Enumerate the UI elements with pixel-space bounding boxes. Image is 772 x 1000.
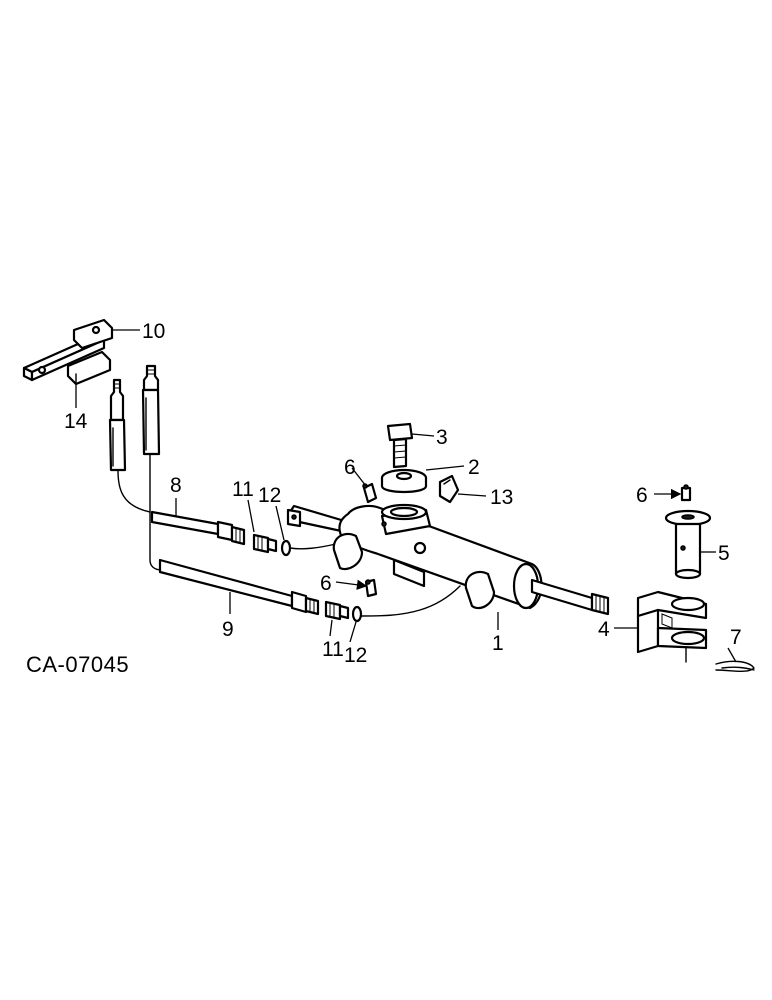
o-ring-12-upper (280, 539, 292, 557)
mounting-bracket (22, 318, 114, 382)
guide-2 (380, 468, 428, 494)
hair-pin-7 (715, 660, 755, 672)
bracket-clamp (66, 350, 112, 386)
callout-13: 13 (490, 486, 513, 509)
grease-fitting-6-c (680, 484, 692, 502)
callout-8: 8 (170, 474, 182, 497)
callout-12-a: 12 (258, 484, 281, 507)
fitting-11-upper (252, 533, 278, 554)
o-ring-12-lower (351, 605, 363, 623)
hose-9 (158, 558, 320, 616)
callout-11-a: 11 (232, 478, 254, 501)
vertical-tube-right (141, 364, 161, 456)
callout-6-c: 6 (636, 484, 648, 507)
callout-11-b: 11 (322, 638, 344, 661)
grease-fitting-6-b (364, 578, 378, 598)
callout-1: 1 (492, 632, 504, 655)
callout-10: 10 (142, 320, 165, 343)
grease-fitting-6-a (362, 482, 378, 504)
callout-9: 9 (222, 618, 234, 641)
callout-2: 2 (468, 456, 480, 479)
callout-3: 3 (436, 426, 448, 449)
callout-4: 4 (598, 618, 610, 641)
fitting-11-lower (324, 600, 350, 621)
callout-12-b: 12 (344, 644, 367, 667)
callout-labels: 1 2 3 4 5 6 6 6 7 8 9 10 11 11 12 12 13 … (64, 320, 742, 667)
callout-14: 14 (64, 410, 88, 433)
clip-13 (438, 474, 460, 504)
drawing-code: CA-07045 (26, 652, 129, 677)
callout-6-b: 6 (320, 572, 332, 595)
callout-7: 7 (730, 626, 742, 649)
hose-8 (150, 510, 246, 546)
leader-lines (75, 329, 737, 663)
callout-6-a: 6 (344, 456, 356, 479)
clevis-4 (636, 590, 708, 663)
pin-5 (664, 509, 712, 580)
vertical-tube-left (108, 378, 127, 472)
bolt-3 (386, 422, 414, 469)
hydraulic-cylinder (286, 503, 610, 616)
callout-5: 5 (718, 542, 730, 565)
